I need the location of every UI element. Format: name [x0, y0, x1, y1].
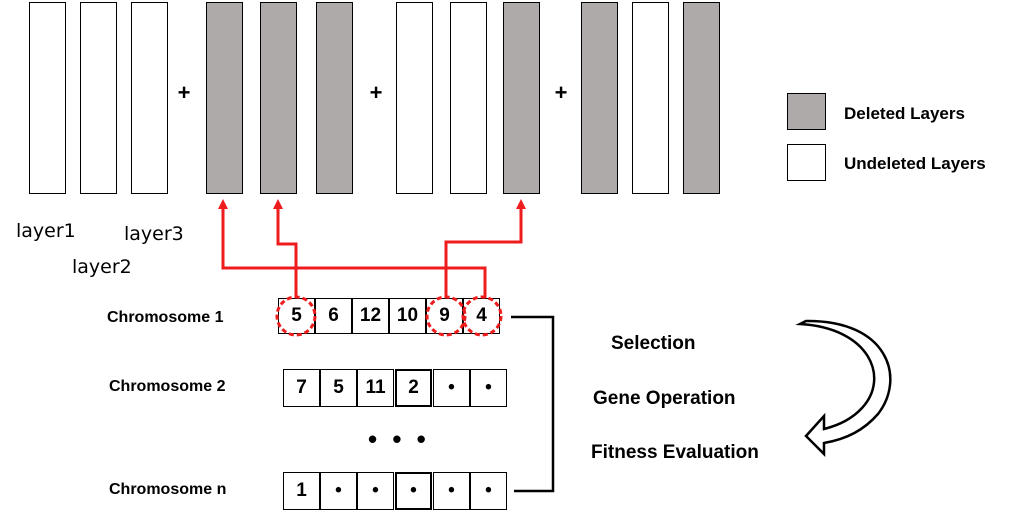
- arrow-gene-9-to-layer: [444, 199, 526, 298]
- fitness-evaluation-step: Fitness Evaluation: [591, 442, 759, 463]
- chromosome-2-gene: •: [470, 369, 507, 407]
- chromosome-n-gene: •: [470, 472, 507, 510]
- layer-4: [206, 2, 243, 194]
- chromosome-2-gene: •: [433, 369, 470, 407]
- layer-5: [260, 2, 297, 194]
- legend-deleted-label: Deleted Layers: [844, 104, 965, 123]
- gene-operation-step: Gene Operation: [593, 388, 736, 409]
- layer-3: [131, 2, 168, 194]
- highlight-circle-gene-5: [275, 295, 317, 337]
- layer-2: [80, 2, 117, 194]
- plus-sign-1: +: [177, 80, 191, 105]
- layer-9: [503, 2, 540, 194]
- plus-sign-2: +: [369, 80, 383, 105]
- chromosome-n-label: Chromosome n: [109, 481, 227, 498]
- chromosome-n-gene: 1: [283, 472, 320, 510]
- layer-10: [581, 2, 618, 194]
- chromosome-ellipsis: • • •: [368, 424, 430, 454]
- legend-undeleted-swatch: [787, 144, 826, 181]
- chromosome-2-label: Chromosome 2: [109, 378, 226, 395]
- layer-12: [683, 2, 720, 194]
- chromosome-2-gene: 7: [283, 369, 320, 407]
- gene-to-layer-arrows: [218, 199, 526, 298]
- layer-1: [29, 2, 66, 194]
- highlight-circle-gene-4: [461, 295, 503, 337]
- layer2-label: layer2: [72, 256, 132, 278]
- chromosome-2-gene: 11: [357, 369, 394, 407]
- chromosome-1-gene: 10: [389, 298, 426, 334]
- chromosome-n-gene: •: [357, 472, 394, 510]
- arrow-gene-4-to-layer: [218, 199, 487, 298]
- layer1-label: layer1: [16, 220, 76, 242]
- chromosome-n-gene: •: [433, 472, 470, 510]
- gene-highlight-circles: [275, 295, 503, 337]
- layer-7: [396, 2, 433, 194]
- legend-undeleted-label: Undeleted Layers: [844, 154, 986, 173]
- arrow-gene-5-to-layer: [273, 199, 298, 298]
- legend-deleted-swatch: [787, 93, 826, 130]
- plus-sign-3: +: [554, 80, 568, 105]
- layer-6: [316, 2, 353, 194]
- chromosome-1-label: Chromosome 1: [107, 309, 224, 326]
- layer-8: [450, 2, 487, 194]
- cycle-arrow-icon: [795, 319, 892, 458]
- chromosome-n-gene: •: [320, 472, 357, 510]
- layer3-label: layer3: [124, 223, 184, 245]
- chromosome-2-gene: 2: [395, 369, 432, 407]
- chromosome-1-gene: 12: [352, 298, 389, 334]
- layer-11: [632, 2, 669, 194]
- chromosome-n-gene: •: [395, 472, 432, 510]
- chromosome-2-gene: 5: [320, 369, 357, 407]
- highlight-circle-gene-9: [425, 295, 467, 337]
- population-bracket: [511, 315, 555, 493]
- selection-step: Selection: [611, 333, 696, 354]
- chromosome-1-gene: 6: [315, 298, 352, 334]
